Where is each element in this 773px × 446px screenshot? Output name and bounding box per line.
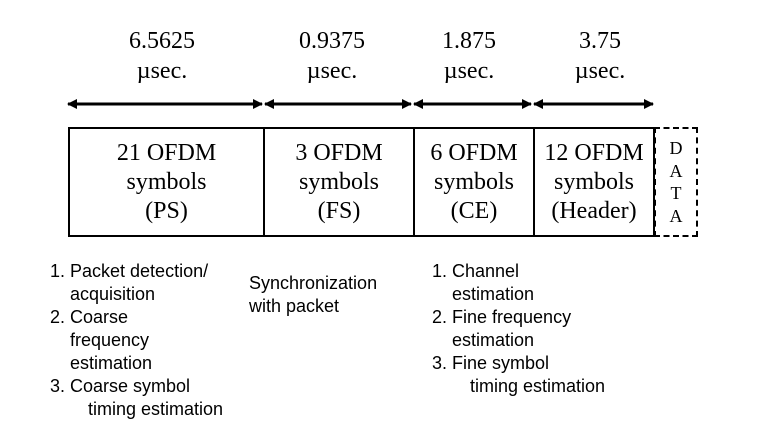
duration-ce: 1.875 µsec. xyxy=(424,26,514,86)
note-ce-line: Channel xyxy=(452,261,520,281)
duration-header-unit: µsec. xyxy=(574,58,626,84)
data-letter-4: A xyxy=(669,205,683,226)
note-fs-line: Synchronization xyxy=(249,273,378,293)
segment-fs-line-1: 3 OFDM xyxy=(295,139,383,166)
note-ps-line: frequency xyxy=(70,330,150,350)
note-ce-item: 2. Fine frequency estimation xyxy=(432,306,652,352)
segment-ce-line-2: symbols xyxy=(433,168,514,195)
note-ps-num: 1. xyxy=(50,261,66,281)
duration-ce-unit: µsec. xyxy=(443,58,495,84)
note-ps-line: timing estimation xyxy=(88,399,224,419)
duration-fs-value: 0.9375 xyxy=(299,28,365,54)
note-ce-item: 3. Fine symbol timing estimation xyxy=(432,352,652,398)
note-ps-item: 1. Packet detection/ acquisition xyxy=(50,260,265,306)
duration-ps-unit: µsec. xyxy=(136,58,188,84)
notes-ce: 1. Channel estimation 2. Fine frequency … xyxy=(432,260,652,398)
data-letter-3: T xyxy=(670,183,682,204)
segment-ps: 21 OFDM symbols (PS) xyxy=(68,127,265,237)
note-ps-num: 3. xyxy=(50,376,66,396)
segment-fs: 3 OFDM symbols (FS) xyxy=(263,127,415,237)
notes-fs: Synchronization with packet xyxy=(249,272,409,318)
note-ps-item: 2. Coarse frequency estimation xyxy=(50,306,265,375)
segment-header-line-1: 12 OFDM xyxy=(544,139,644,166)
note-ce-line: estimation xyxy=(452,330,535,350)
note-ps-line: estimation xyxy=(70,353,153,373)
note-ce-num: 1. xyxy=(432,261,448,281)
note-ce-num: 3. xyxy=(432,353,448,373)
duration-header-value: 3.75 xyxy=(579,28,621,54)
segment-ce-line-1: 6 OFDM xyxy=(430,139,518,166)
segment-ce: 6 OFDM symbols (CE) xyxy=(413,127,535,237)
note-ce-item: 1. Channel estimation xyxy=(432,260,652,306)
segment-ce-line-3: (CE) xyxy=(450,197,498,224)
segment-header-line-2: symbols xyxy=(553,168,634,195)
duration-ce-value: 1.875 xyxy=(442,28,496,54)
segment-ps-line-1: 21 OFDM xyxy=(116,139,217,166)
note-ps-num: 2. xyxy=(50,307,66,327)
segment-header: 12 OFDM symbols (Header) xyxy=(533,127,655,237)
segment-data: D A T A xyxy=(654,127,698,237)
segment-ps-line-3: (PS) xyxy=(145,197,188,224)
note-ps-line: acquisition xyxy=(70,284,156,304)
duration-ps: 6.5625 µsec. xyxy=(112,26,212,86)
note-ce-num: 2. xyxy=(432,307,448,327)
duration-fs-unit: µsec. xyxy=(306,58,358,84)
note-ps-item: 3. Coarse symbol timing estimation xyxy=(50,375,265,421)
note-ps-line: Packet detection/ xyxy=(70,261,209,281)
note-ce-line: timing estimation xyxy=(470,376,606,396)
segment-fs-line-3: (FS) xyxy=(317,197,361,224)
segment-ps-line-2: symbols xyxy=(126,168,207,195)
note-ce-line: Fine frequency xyxy=(452,307,572,327)
note-ce-line: Fine symbol xyxy=(452,353,550,373)
note-fs-line: with packet xyxy=(249,296,340,316)
duration-fs: 0.9375 µsec. xyxy=(282,26,382,86)
data-letter-1: D xyxy=(669,138,683,159)
note-ps-line: Coarse xyxy=(70,307,129,327)
note-ce-line: estimation xyxy=(452,284,535,304)
notes-ps: 1. Packet detection/ acquisition 2. Coar… xyxy=(50,260,265,421)
note-ps-line: Coarse symbol xyxy=(70,376,191,396)
data-letter-2: A xyxy=(669,160,683,181)
segment-header-line-3: (Header) xyxy=(551,197,637,224)
duration-ps-value: 6.5625 xyxy=(129,28,195,54)
segment-fs-line-2: symbols xyxy=(298,168,379,195)
duration-header: 3.75 µsec. xyxy=(555,26,645,86)
